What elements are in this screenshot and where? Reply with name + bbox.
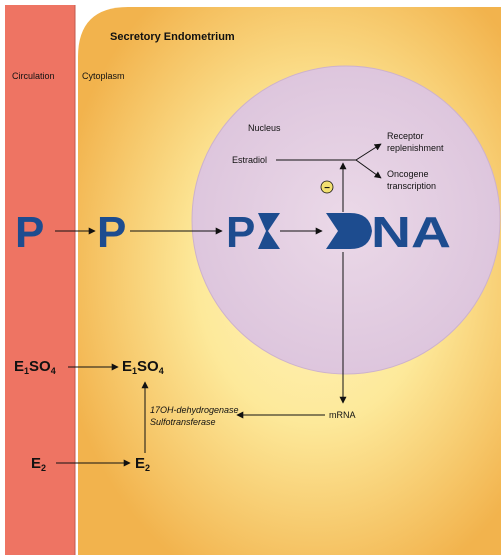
svg-text:P: P	[226, 208, 255, 257]
branch-down-arrow	[355, 159, 382, 179]
branch-up-arrow	[355, 143, 382, 161]
progesterone-receptor-complex: P	[226, 208, 280, 257]
receptor-replenishment-label-2: replenishment	[387, 143, 444, 153]
oncogene-label-1: Oncogene	[387, 169, 429, 179]
progesterone-circulation: P	[15, 208, 44, 257]
mrna-label: mRNA	[329, 410, 356, 420]
inhibit-symbol: −	[324, 183, 330, 194]
enzyme-label-2: Sulfotransferase	[150, 417, 216, 427]
receptor-replenishment-label-1: Receptor	[387, 131, 424, 141]
nucleus-label: Nucleus	[248, 123, 281, 133]
circulation-region	[5, 5, 75, 555]
oncogene-label-2: transcription	[387, 181, 436, 191]
enzyme-label-1: 17OH-dehydrogenase	[150, 405, 239, 415]
e1so4-cytoplasm: E1SO4	[122, 358, 164, 376]
dna-glyph: DNA	[326, 208, 451, 257]
e2-cytoplasm: E2	[135, 455, 150, 473]
e2-circulation: E2	[31, 455, 46, 473]
inhibit-icon	[320, 180, 334, 194]
e1so4-circulation: E1SO4	[14, 358, 56, 376]
cytoplasm-label: Cytoplasm	[82, 71, 125, 81]
progesterone-cytoplasm: P	[97, 208, 126, 257]
title-label: Secretory Endometrium	[110, 31, 235, 43]
circulation-label: Circulation	[12, 71, 55, 81]
estradiol-label: Estradiol	[232, 155, 267, 165]
